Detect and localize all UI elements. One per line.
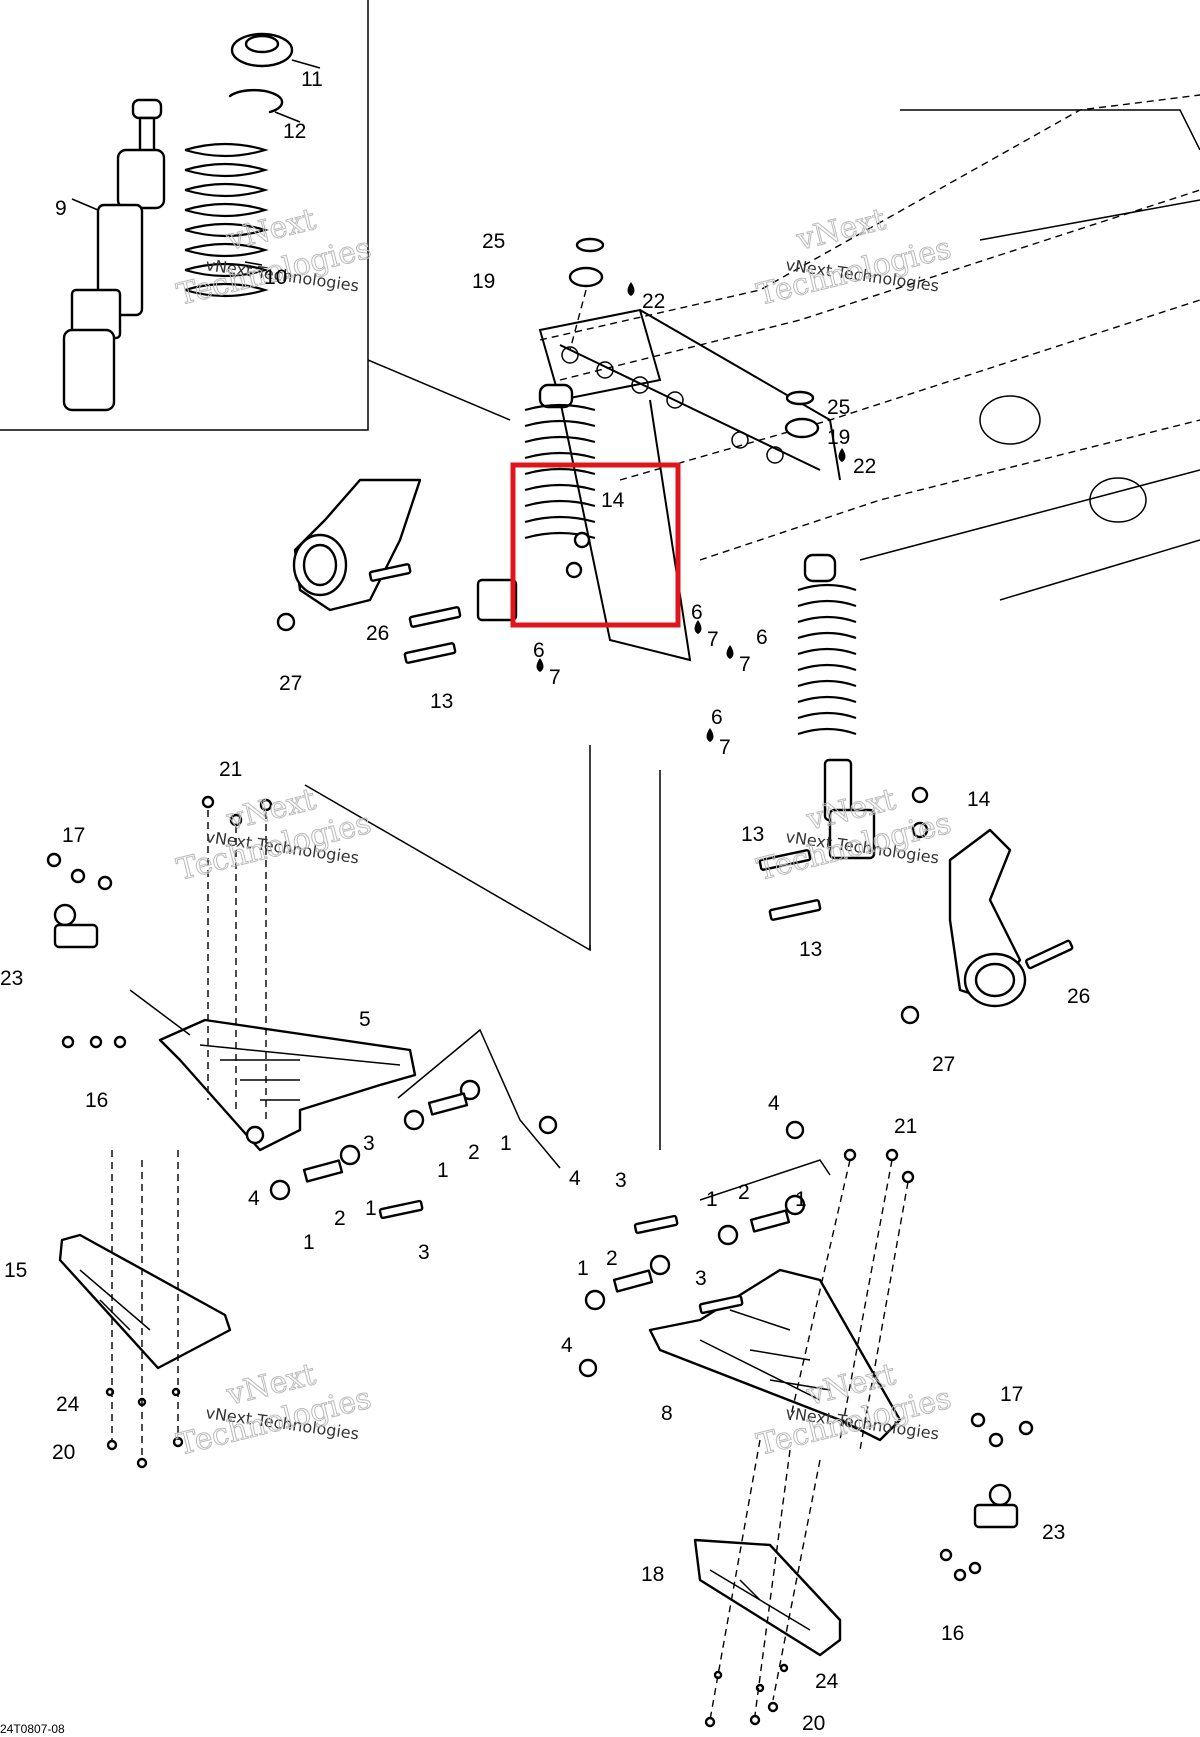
callout-c17a: 17: [62, 824, 85, 847]
callout-c19a: 19: [472, 270, 495, 293]
callout-c3c: 3: [418, 1241, 430, 1264]
assembly-lines: [111, 745, 909, 1721]
callout-c1a: 1: [500, 1132, 512, 1155]
callout-c1e: 1: [365, 1197, 377, 1220]
callout-c21a: 21: [219, 758, 242, 781]
left-steering-knuckle: [292, 478, 422, 612]
callout-c7b: 7: [739, 653, 751, 676]
callout-c16a: 16: [85, 1089, 108, 1112]
callout-c14a: 14: [601, 489, 625, 512]
oil-drop-icon: [838, 448, 846, 462]
callout-c25b: 25: [827, 396, 850, 419]
oil-drop-icon: [536, 658, 544, 672]
vehicle-frame: [538, 94, 1200, 662]
shock-top-caps: [568, 237, 820, 439]
callout-c22b: 22: [853, 455, 876, 478]
callout-c2d: 2: [606, 1247, 618, 1270]
bushings-and-sleeves: [245, 1079, 806, 1378]
watermark-bottom-left: vNext vNext Technologies Technologies: [173, 1357, 375, 1464]
callout-c20b: 20: [802, 1712, 825, 1735]
callout-c4d: 4: [561, 1334, 573, 1357]
right-shock-absorber: [797, 553, 929, 860]
oil-drop-icon: [726, 645, 734, 659]
callout-c18: 18: [641, 1563, 664, 1586]
callout-c26a: 26: [366, 622, 389, 645]
lubricant-drop-icons: [536, 282, 846, 742]
nuts-and-fasteners: [46, 795, 1034, 1582]
callout-c2a: 2: [468, 1141, 480, 1164]
upper-a-arm-5: [158, 1018, 417, 1152]
callout-c3b: 3: [615, 1169, 627, 1192]
callout-c1b: 1: [437, 1159, 449, 1182]
ball-joint-left-23: [53, 903, 99, 949]
callout-c2b: 2: [738, 1181, 750, 1204]
shock-absorber-9: [62, 98, 166, 412]
callout-c3a: 3: [363, 1132, 375, 1155]
oil-drop-icon: [694, 620, 702, 634]
watermark-top-right: vNext vNext Technologies Technologies: [753, 202, 955, 314]
diagram-code: 24T0807-08: [0, 1722, 65, 1736]
callout-c5: 5: [359, 1008, 371, 1031]
callout-c16b: 16: [941, 1622, 964, 1645]
watermark-top-left: vNext vNext Technologies Technologies: [173, 202, 375, 314]
callout-c20a: 20: [52, 1441, 75, 1464]
ball-joint-right-23: [973, 1483, 1019, 1529]
callout-c25a: 25: [482, 230, 505, 253]
callout-c3d: 3: [695, 1267, 707, 1290]
callout-c11: 11: [301, 68, 323, 91]
callout-c26b: 26: [1067, 985, 1090, 1008]
callout-c1c: 1: [706, 1188, 718, 1211]
oil-drop-icon: [706, 728, 714, 742]
callout-c10: 10: [264, 266, 287, 289]
callout-c13a: 13: [430, 690, 453, 713]
oil-drop-icon: [627, 282, 635, 296]
callout-c1f: 1: [303, 1231, 315, 1254]
left-shock-absorber: [476, 383, 596, 622]
callout-c12: 12: [283, 120, 306, 143]
callout-c24a: 24: [56, 1393, 80, 1416]
callout-c1d: 1: [795, 1188, 807, 1211]
callout-c2c: 2: [334, 1207, 346, 1230]
spring-seat-11: [230, 32, 321, 69]
highlight-box: [510, 462, 681, 628]
callout-c1g: 1: [577, 1257, 589, 1280]
callout-c6d: 6: [711, 706, 723, 729]
callout-c13c: 13: [799, 938, 822, 961]
callout-c6a: 6: [691, 601, 703, 624]
callout-c23a: 23: [0, 967, 23, 990]
callout-c27b: 27: [932, 1053, 955, 1076]
callout-c7a: 7: [707, 628, 719, 651]
retaining-clip-12: [228, 88, 301, 123]
right-steering-knuckle: [948, 828, 1027, 1008]
coil-spring-10: [184, 142, 269, 298]
callout-c9: 9: [55, 197, 67, 220]
skid-plate-15: [58, 1233, 232, 1370]
callout-c22a: 22: [642, 290, 665, 313]
callout-c6c: 6: [533, 639, 545, 662]
callout-c19b: 19: [827, 426, 850, 449]
callout-c7c: 7: [549, 666, 561, 689]
callout-c4c: 4: [248, 1187, 260, 1210]
skid-plate-18: [693, 1538, 842, 1657]
inset-detail-box: [0, 0, 511, 431]
callout-c23b: 23: [1042, 1521, 1065, 1544]
bolts-and-nuts: [276, 563, 1074, 1025]
callout-c6b: 6: [756, 626, 768, 649]
callout-c15: 15: [4, 1259, 27, 1282]
callout-c7d: 7: [719, 736, 731, 759]
callout-c27a: 27: [279, 672, 302, 695]
callout-c24b: 24: [815, 1670, 839, 1693]
callout-c8: 8: [661, 1402, 673, 1425]
callout-c4a: 4: [768, 1092, 780, 1115]
callout-c4b: 4: [569, 1167, 581, 1190]
callout-c13b: 13: [741, 823, 764, 846]
callout-c14b: 14: [967, 788, 991, 811]
callout-c17b: 17: [1000, 1383, 1023, 1406]
callout-c21b: 21: [894, 1115, 917, 1138]
